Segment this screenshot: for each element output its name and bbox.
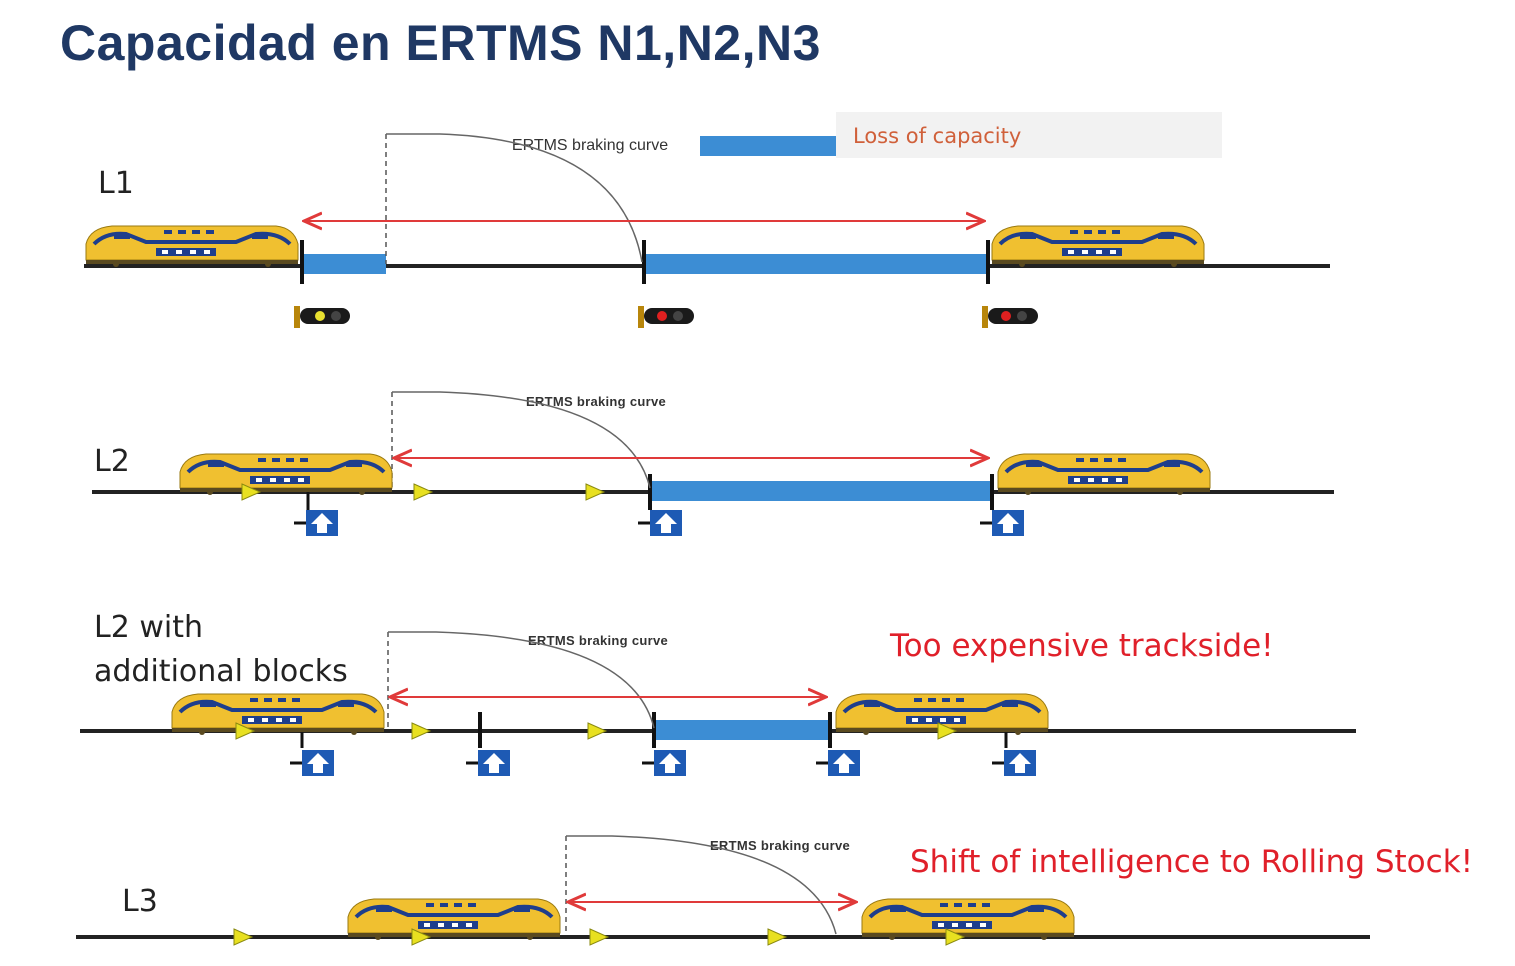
rbc-arrow-sign-icon xyxy=(288,748,336,778)
note-shift-intelligence: Shift of intelligence to Rolling Stock! xyxy=(910,844,1474,880)
capacity-loss-l2 xyxy=(652,481,992,501)
train-icon xyxy=(996,452,1212,497)
balise-marker-icon xyxy=(413,483,433,501)
signal-light-icon xyxy=(638,306,694,328)
note-too-expensive: Too expensive trackside! xyxy=(890,628,1274,664)
capacity-loss-l1-a xyxy=(302,254,386,274)
level-label-l2: L2 xyxy=(94,444,130,479)
level-label-l3: L3 xyxy=(122,884,158,919)
balise-marker-icon xyxy=(233,928,253,946)
rbc-arrow-sign-icon xyxy=(978,508,1026,538)
balise-marker-icon xyxy=(767,928,787,946)
rbc-arrow-sign-icon xyxy=(814,748,862,778)
train-icon xyxy=(178,452,394,497)
capacity-loss-l2-blocks xyxy=(656,720,828,740)
legend-label: Loss of capacity xyxy=(853,124,1022,148)
braking-curve-l2 xyxy=(392,391,651,489)
train-icon xyxy=(170,692,386,737)
rbc-arrow-sign-icon xyxy=(464,748,512,778)
rbc-arrow-sign-icon xyxy=(990,748,1038,778)
train-icon xyxy=(346,897,562,942)
braking-curve-label-l2: ERTMS braking curve xyxy=(525,394,667,409)
braking-curve-label-l3: ERTMS braking curve xyxy=(709,838,851,853)
braking-curve-label-l2-blocks: ERTMS braking curve xyxy=(527,633,669,648)
rbc-arrow-sign-icon xyxy=(640,748,688,778)
braking-curve-label-l1: ERTMS braking curve xyxy=(511,137,669,154)
balise-marker-icon xyxy=(587,722,607,740)
level-label-l2-blocks: L2 with additional blocks xyxy=(94,610,348,689)
legend-swatch xyxy=(700,136,836,156)
braking-curve-l3 xyxy=(566,835,837,935)
train-icon xyxy=(860,897,1076,942)
balise-marker-icon xyxy=(589,928,609,946)
capacity-loss-l1-b xyxy=(646,254,988,274)
balise-marker-icon xyxy=(585,483,605,501)
balise-marker-icon xyxy=(411,722,431,740)
page-title: Capacidad en ERTMS N1,N2,N3 xyxy=(60,15,821,71)
braking-curve-l2-blocks xyxy=(388,631,655,729)
braking-curve-l1 xyxy=(386,133,643,263)
rbc-arrow-sign-icon xyxy=(292,508,340,538)
signal-light-icon xyxy=(294,306,350,328)
rbc-arrow-sign-icon xyxy=(636,508,684,538)
train-icon xyxy=(84,224,300,269)
level-label-l1: L1 xyxy=(98,166,134,201)
legend-box xyxy=(836,112,1222,158)
train-icon xyxy=(990,224,1206,269)
signal-light-icon xyxy=(982,306,1038,328)
